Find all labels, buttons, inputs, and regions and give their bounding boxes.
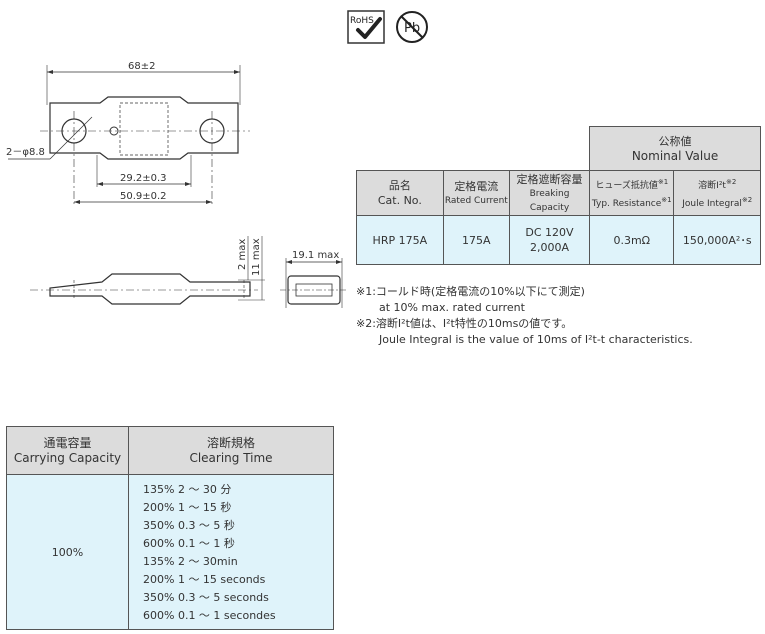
svg-text:RoHS: RoHS <box>350 16 374 26</box>
clearing-time-item: 600% 0.1 ～ 1 secondes <box>143 609 276 622</box>
nominal-value-header: 公称値 Nominal Value <box>589 126 761 171</box>
cell-breaking-capacity: DC 120V 2,000A <box>508 215 591 265</box>
fuse-top-view-drawing: 68±2 2－φ8.8 29.2±0.3 50.9±0.2 <box>6 61 250 205</box>
spec-table: 公称値 Nominal Value 品名 Cat. No. 定格電流 Rated… <box>356 126 761 265</box>
header-clearing-time: 溶断規格 Clearing Time <box>128 426 334 475</box>
header-breaking-capacity: 定格遮断容量 Breaking Capacity <box>508 170 591 216</box>
note-2-jp: ※2:溶断I²t値は、I²t特性の10msの値です。 <box>356 317 573 330</box>
hole-spec-label: 2－φ8.8 <box>6 147 45 158</box>
clearing-time-item: 200% 1 ～ 15 秒 <box>143 501 232 514</box>
header-cat-no: 品名 Cat. No. <box>356 170 444 216</box>
clearing-time-item: 350% 0.3 ～ 5 seconds <box>143 591 269 604</box>
header-resistance: ヒューズ抵抗値※1 Typ. Resistance※1 <box>589 170 675 216</box>
overall-length-label: 68±2 <box>128 61 155 72</box>
clearing-time-item: 200% 1 ～ 15 seconds <box>143 573 266 586</box>
center-width-label: 29.2±0.3 <box>120 173 167 184</box>
header-joule-integral: 溶断I²t※2 Joule Integral※2 <box>673 170 761 216</box>
cell-resistance: 0.3mΩ <box>589 215 675 265</box>
pb-free-icon: Pb <box>396 11 428 43</box>
cell-cat-no: HRP 175A <box>356 215 444 265</box>
fuse-side-view-drawing: 2 max 11 max 19.1 max <box>30 236 346 308</box>
clearing-time-item: 350% 0.3 ～ 5 秒 <box>143 519 235 532</box>
spec-row: HRP 175A 175A DC 120V 2,000A 0.3mΩ 150,0… <box>356 215 761 265</box>
side-profile-body <box>49 273 251 305</box>
cell-capacity: 100% <box>6 474 129 630</box>
clearing-time-item: 135% 2 ～ 30 分 <box>143 483 232 496</box>
clearing-time-item: 600% 0.1 ～ 1 秒 <box>143 537 235 550</box>
height-max-label: 11 max <box>251 238 262 276</box>
rohs-badge: RoHS <box>347 10 385 44</box>
header-carrying-capacity: 通電容量 Carrying Capacity <box>6 426 129 475</box>
header-rated-current: 定格電流 Rated Current <box>442 170 510 216</box>
mount-pitch-label: 50.9±0.2 <box>120 191 167 202</box>
width-max-label: 19.1 max <box>292 250 339 261</box>
cell-clearing-times: 135% 2 ～ 30 分 200% 1 ～ 15 秒 350% 0.3 ～ 5… <box>128 474 334 630</box>
pb-free-badge: Pb <box>394 10 430 44</box>
note-2-en: Joule Integral is the value of 10ms of I… <box>379 333 693 346</box>
thickness-max-label: 2 max <box>237 239 248 270</box>
fuse-body-outline <box>49 96 239 160</box>
rohs-icon: RoHS <box>347 10 385 44</box>
clearing-time-table: 通電容量 Carrying Capacity 溶断規格 Clearing Tim… <box>6 426 334 630</box>
cell-rated-current: 175A <box>442 215 510 265</box>
clearing-time-item: 135% 2 ～ 30min <box>143 555 238 568</box>
cell-joule-integral: 150,000A²･s <box>673 215 761 265</box>
note-1-en: at 10% max. rated current <box>379 301 525 314</box>
svg-text:Pb: Pb <box>404 21 420 36</box>
note-1-jp: ※1:コールド時(定格電流の10%以下にて測定) <box>356 285 585 298</box>
